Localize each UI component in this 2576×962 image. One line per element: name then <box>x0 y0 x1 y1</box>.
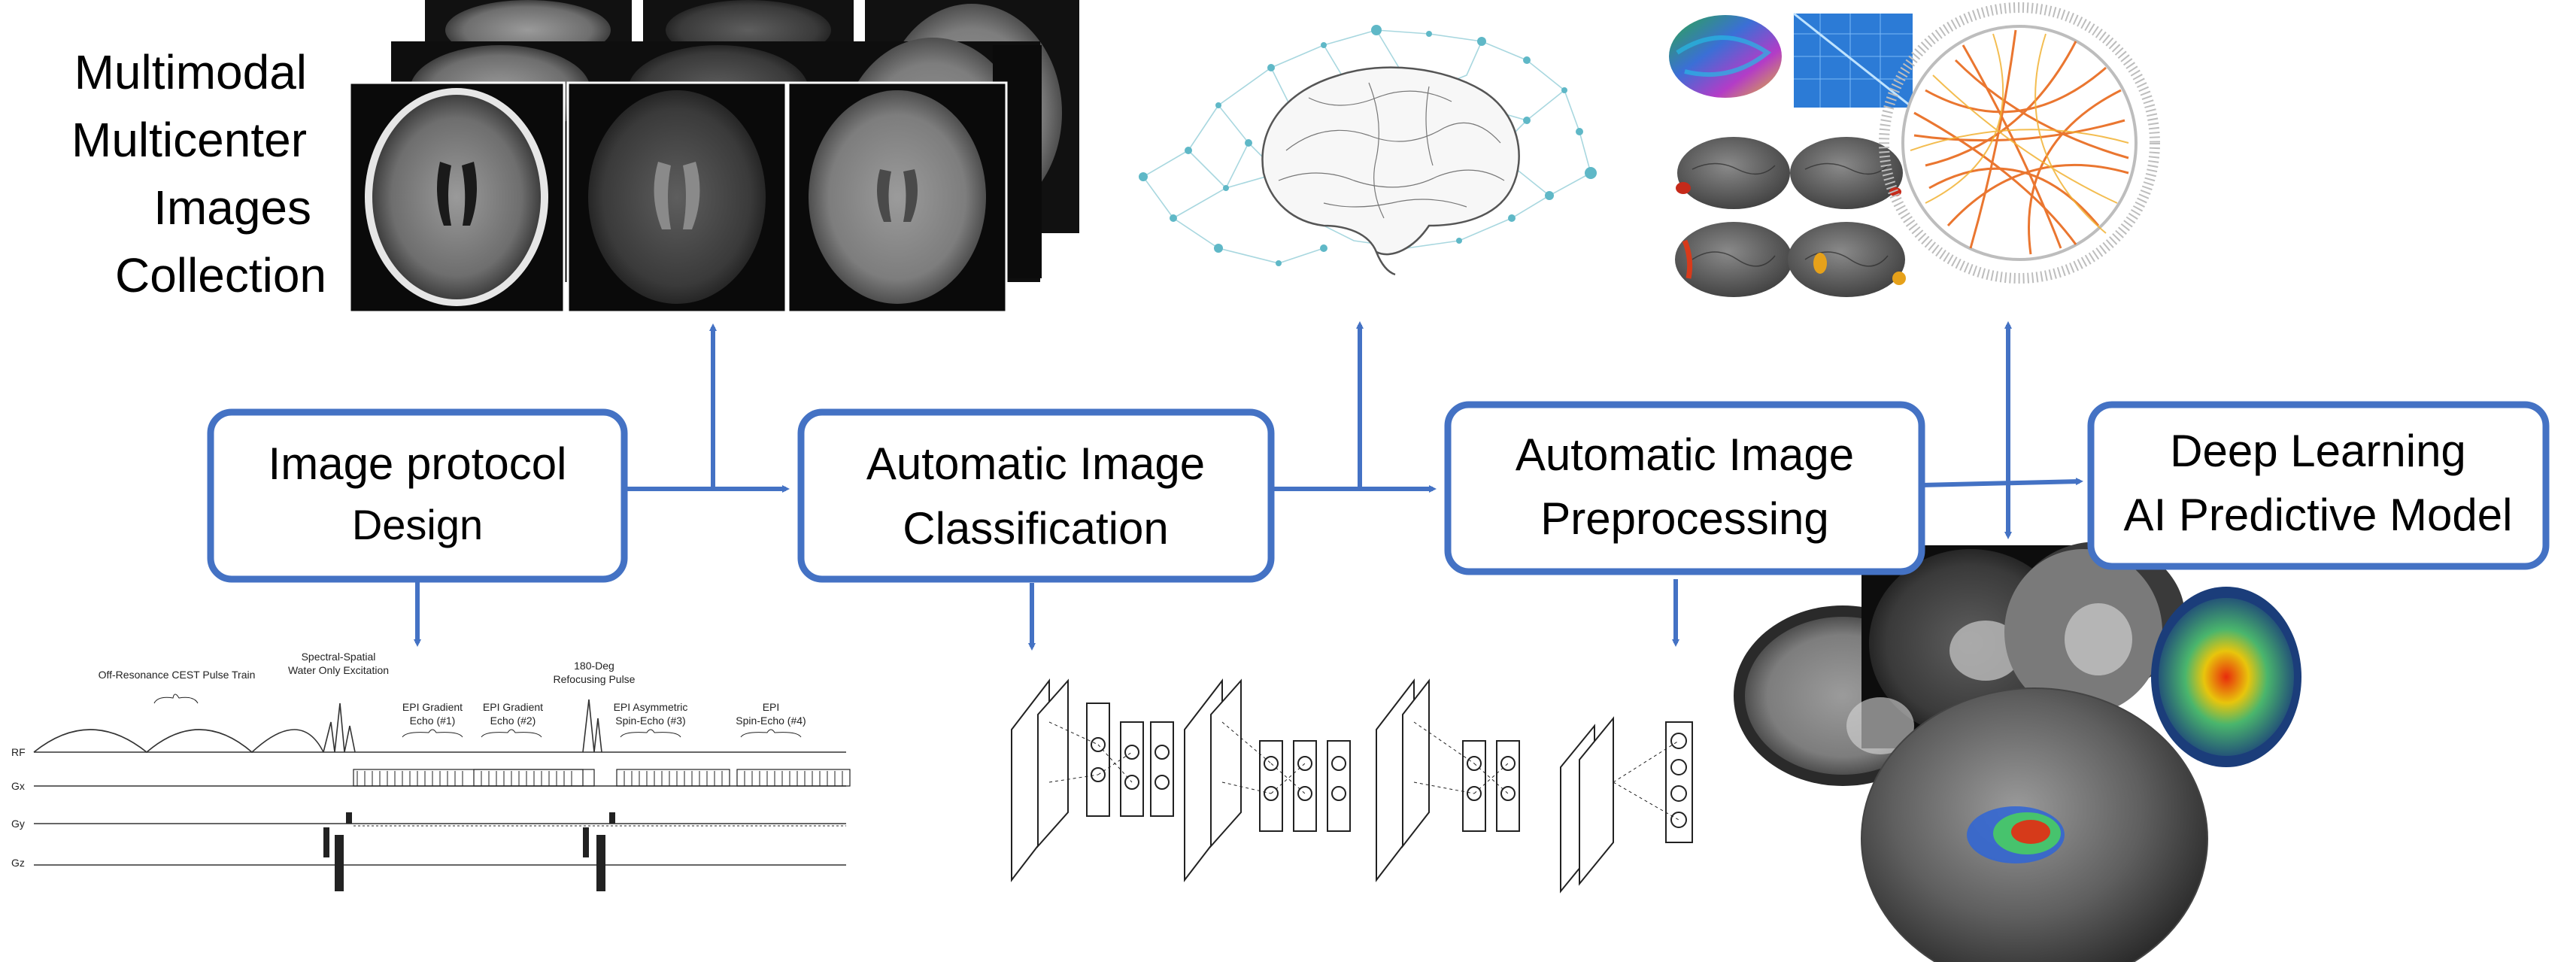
classification-title: Automatic Image <box>866 439 1205 489</box>
flow-arrows <box>414 321 2083 651</box>
protocol-title: Image protocol <box>269 439 567 489</box>
refocus-annotation-2: Refocusing Pulse <box>554 673 636 685</box>
axial-mri-stack <box>348 0 1079 314</box>
spectral-annotation-1: Spectral-Spatial <box>302 651 376 663</box>
epi2-annotation-2: Echo (#2) <box>490 715 536 727</box>
refocus-annotation-1: 180-Deg <box>574 660 614 672</box>
epi3-annotation-2: Spin-Echo (#3) <box>615 715 685 727</box>
protocol-subtitle: Design <box>352 501 483 548</box>
step-box-preprocessing: Automatic Image Preprocessing <box>1444 401 1925 575</box>
rf-label: RF <box>11 746 26 758</box>
classification-subtitle: Classification <box>903 503 1168 554</box>
step-box-classification: Automatic Image Classification <box>797 408 1275 583</box>
epi4-annotation-2: Spin-Echo (#4) <box>736 715 806 727</box>
arrow-preprocessing-to-model <box>1921 478 2083 487</box>
preprocessing-subtitle: Preprocessing <box>1540 493 1829 544</box>
gx-label: Gx <box>11 780 25 792</box>
collection-label-line-1: Multimodal <box>74 45 307 99</box>
spectral-annotation-2: Water Only Excitation <box>288 664 389 676</box>
gz-label: Gz <box>11 857 25 869</box>
epi1-annotation-1: EPI Gradient <box>402 701 463 713</box>
step-box-protocol: Image protocol Design <box>207 408 628 583</box>
collection-label-line-3: Images <box>153 181 311 235</box>
model-subtitle: AI Predictive Model <box>2124 490 2513 540</box>
connectome-chord-plot <box>1879 2 2160 284</box>
epi1-annotation-2: Echo (#1) <box>410 715 456 727</box>
cnn-architecture <box>1011 678 1693 894</box>
epi3-annotation-1: EPI Asymmetric <box>614 701 688 713</box>
step-box-model: Deep Learning AI Predictive Model <box>2087 401 2550 570</box>
model-title: Deep Learning <box>2170 426 2466 476</box>
epi4-annotation-1: EPI <box>763 701 780 713</box>
cest-annotation: Off-Resonance CEST Pulse Train <box>99 669 256 681</box>
brain-network-illustration <box>1139 25 1597 276</box>
collection-label-line-2: Multicenter <box>71 113 307 167</box>
preprocessing-title: Automatic Image <box>1516 429 1854 480</box>
pulse-sequence-diagram: RF Gx Gy Gz <box>11 651 851 891</box>
collection-label: Multimodal Multicenter Images Collection <box>71 45 326 302</box>
tumor-mri-3d-render <box>1734 542 2301 962</box>
cortical-surface-maps <box>1669 12 1913 297</box>
epi2-annotation-1: EPI Gradient <box>483 701 543 713</box>
gy-label: Gy <box>11 818 25 830</box>
collection-label-line-4: Collection <box>115 248 326 302</box>
